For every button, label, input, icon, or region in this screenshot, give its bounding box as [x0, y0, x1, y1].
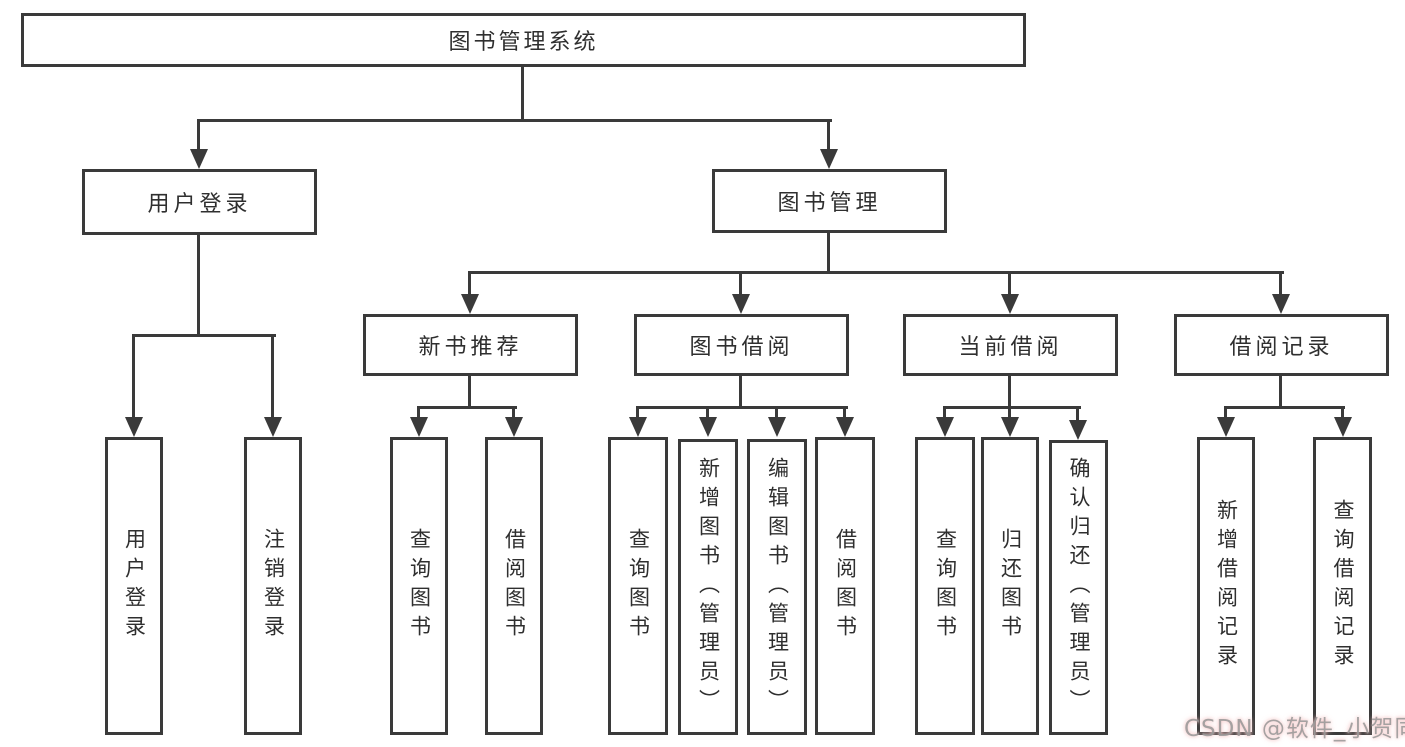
arrow-head	[1334, 417, 1352, 437]
leaf-label: 借阅图书	[502, 528, 527, 644]
arrow-head	[190, 149, 208, 169]
arrow-shaft	[943, 406, 946, 421]
arrow-head	[820, 149, 838, 169]
arrow-shaft	[843, 406, 846, 421]
leaf-label: 查询图书	[933, 528, 958, 644]
leaf-return-book: 归还图书	[981, 437, 1039, 735]
leaf-label: 查询借阅记录	[1331, 499, 1355, 673]
leaf-query-books-current: 查询图书	[915, 437, 975, 735]
arrow-head	[629, 417, 647, 437]
connector-line	[1279, 376, 1282, 407]
node-label: 图书管理	[777, 191, 882, 216]
arrow-shaft	[1224, 406, 1227, 421]
leaf-confirm-return-admin: 确认归还（管理员）	[1049, 440, 1108, 735]
arrow-head	[1069, 420, 1087, 440]
arrow-shaft	[1076, 406, 1079, 421]
node-book-borrow: 图书借阅	[634, 314, 849, 376]
arrow-head	[836, 417, 854, 437]
connector-line	[827, 233, 830, 272]
node-label: 新书推荐	[418, 335, 523, 360]
arrow-head	[936, 417, 954, 437]
leaf-label: 查询图书	[407, 528, 432, 644]
connector-line	[521, 67, 524, 120]
leaf-add-borrow-record: 新增借阅记录	[1197, 437, 1255, 735]
arrow-shaft	[271, 334, 274, 421]
arrow-head	[732, 294, 750, 314]
leaf-label: 注销登录	[261, 528, 286, 644]
node-root-library-system: 图书管理系统	[21, 13, 1026, 67]
node-label: 图书借阅	[689, 335, 794, 360]
node-label: 借阅记录	[1229, 335, 1334, 360]
connector-line	[468, 271, 1284, 274]
arrow-head	[461, 294, 479, 314]
leaf-query-borrow-record: 查询借阅记录	[1313, 437, 1372, 735]
leaf-label: 用户登录	[122, 528, 147, 644]
arrow-shaft	[827, 119, 830, 153]
csdn-watermark: CSDN @软件_小贺同学	[1184, 716, 1405, 742]
node-new-book-recommend: 新书推荐	[363, 314, 578, 376]
leaf-label: 新增借阅记录	[1214, 499, 1239, 673]
connector-line	[468, 376, 471, 407]
arrow-head	[505, 417, 523, 437]
leaf-query-books-borrow: 查询图书	[608, 437, 668, 735]
connector-line	[739, 376, 742, 407]
arrow-shaft	[132, 334, 135, 421]
leaf-label: 确认归还（管理员）	[1067, 457, 1091, 718]
arrow-head	[410, 417, 428, 437]
node-current-borrow: 当前借阅	[903, 314, 1118, 376]
arrow-shaft	[197, 119, 200, 153]
arrow-shaft	[1341, 406, 1344, 421]
arrow-shaft	[636, 406, 639, 421]
leaf-add-book-admin: 新增图书（管理员）	[678, 439, 738, 735]
arrow-shaft	[1008, 271, 1011, 298]
arrow-shaft	[706, 406, 709, 421]
leaf-user-login: 用户登录	[105, 437, 163, 735]
leaf-logout: 注销登录	[244, 437, 302, 735]
node-label: 当前借阅	[958, 335, 1063, 360]
connector-line	[1224, 406, 1345, 409]
arrow-shaft	[775, 406, 778, 421]
leaf-borrow-books-recommend: 借阅图书	[485, 437, 543, 735]
connector-line	[636, 406, 848, 409]
leaf-label: 借阅图书	[833, 528, 858, 644]
arrow-head	[1217, 417, 1235, 437]
connector-line	[197, 235, 200, 335]
leaf-label: 编辑图书（管理员）	[765, 456, 790, 718]
connector-line	[132, 334, 276, 337]
node-borrow-records: 借阅记录	[1174, 314, 1389, 376]
connector-line	[943, 406, 1081, 409]
arrow-head	[699, 417, 717, 437]
node-label: 用户登录	[147, 192, 252, 217]
arrow-head	[1001, 417, 1019, 437]
node-user-login: 用户登录	[82, 169, 317, 235]
leaf-edit-book-admin: 编辑图书（管理员）	[747, 439, 807, 735]
arrow-head	[1001, 294, 1019, 314]
connector-line	[417, 406, 517, 409]
leaf-query-books-recommend: 查询图书	[390, 437, 448, 735]
arrow-head	[1272, 294, 1290, 314]
leaf-label: 归还图书	[998, 528, 1023, 644]
arrow-head	[768, 417, 786, 437]
leaf-label: 查询图书	[626, 528, 651, 644]
arrow-shaft	[739, 271, 742, 298]
connector-line	[1008, 376, 1011, 407]
leaf-label: 新增图书（管理员）	[696, 456, 721, 718]
arrow-shaft	[468, 271, 471, 298]
node-label: 图书管理系统	[448, 30, 599, 55]
connector-line	[197, 119, 832, 122]
arrow-head	[125, 417, 143, 437]
leaf-borrow-book: 借阅图书	[815, 437, 875, 735]
arrow-head	[264, 417, 282, 437]
arrow-shaft	[417, 406, 420, 421]
arrow-shaft	[1008, 406, 1011, 421]
node-book-management: 图书管理	[712, 169, 947, 233]
arrow-shaft	[512, 406, 515, 421]
arrow-shaft	[1279, 271, 1282, 298]
